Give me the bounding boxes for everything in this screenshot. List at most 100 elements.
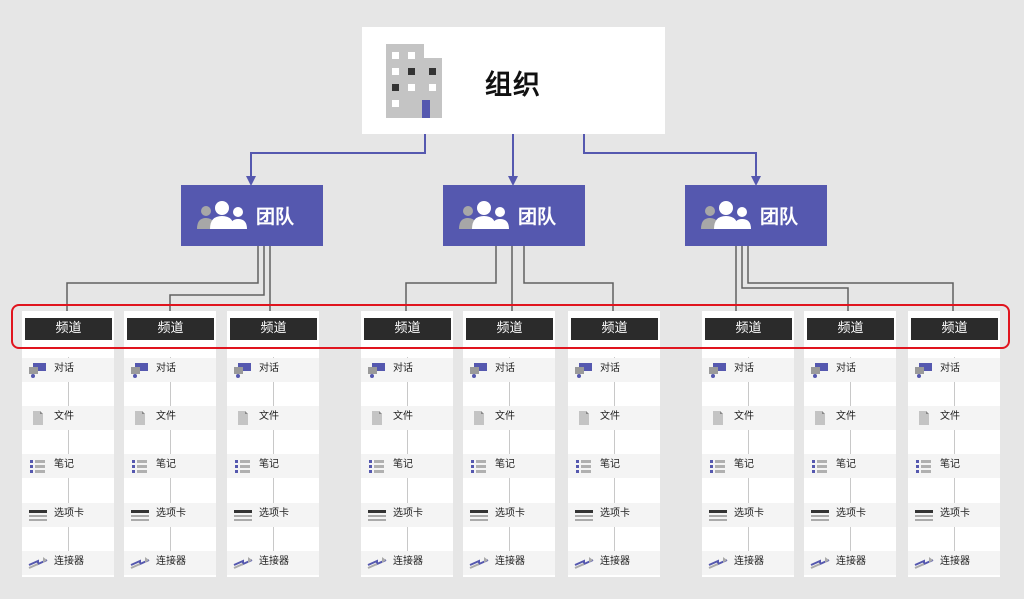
feature-item: 笔记 — [702, 454, 794, 478]
feature-item: 文件 — [568, 406, 660, 430]
feature-label: 文件 — [54, 411, 74, 422]
feature-label: 文件 — [836, 411, 856, 422]
feature-label: 连接器 — [259, 556, 289, 567]
channel-column-9: 频道对话文件笔记选项卡连接器 — [908, 311, 1000, 577]
feature-label: 连接器 — [495, 556, 525, 567]
chat-icon — [28, 362, 48, 382]
chat-icon — [367, 362, 387, 382]
channel-column-2: 频道对话文件笔记选项卡连接器 — [124, 311, 216, 577]
feature-item: 笔记 — [227, 454, 319, 478]
connector-icon — [233, 555, 253, 575]
tab-icon — [130, 507, 150, 527]
channel-header: 频道 — [364, 318, 451, 340]
chat-icon — [810, 362, 830, 382]
feature-label: 选项卡 — [495, 508, 525, 519]
feature-item: 文件 — [361, 406, 453, 430]
feature-item: 文件 — [227, 406, 319, 430]
feature-label: 选项卡 — [940, 508, 970, 519]
file-icon — [130, 410, 150, 430]
channel-column-6: 频道对话文件笔记选项卡连接器 — [568, 311, 660, 577]
channel-header: 频道 — [807, 318, 894, 340]
feature-label: 对话 — [940, 363, 960, 374]
connector-icon — [708, 555, 728, 575]
feature-label: 对话 — [600, 363, 620, 374]
org-node: 组织 — [362, 27, 665, 134]
feature-item: 对话 — [702, 358, 794, 382]
team-label: 团队 — [518, 206, 557, 228]
connector-icon — [469, 555, 489, 575]
feature-label: 文件 — [940, 411, 960, 422]
file-icon — [367, 410, 387, 430]
feature-label: 连接器 — [393, 556, 423, 567]
tab-icon — [233, 507, 253, 527]
feature-label: 对话 — [156, 363, 176, 374]
channel-column-4: 频道对话文件笔记选项卡连接器 — [361, 311, 453, 577]
team-label: 团队 — [256, 206, 295, 228]
channel-row-highlight — [11, 304, 1010, 349]
chat-icon — [130, 362, 150, 382]
file-icon — [810, 410, 830, 430]
connector-icon — [574, 555, 594, 575]
feature-item: 笔记 — [908, 454, 1000, 478]
channel-header: 频道 — [705, 318, 792, 340]
feature-label: 文件 — [600, 411, 620, 422]
chat-icon — [708, 362, 728, 382]
feature-item: 连接器 — [361, 551, 453, 575]
arrow-to-team-3 — [583, 134, 761, 186]
feature-label: 连接器 — [836, 556, 866, 567]
feature-label: 笔记 — [836, 459, 856, 470]
feature-label: 对话 — [495, 363, 515, 374]
org-label: 组织 — [485, 70, 541, 101]
channel-header: 频道 — [571, 318, 658, 340]
feature-item: 对话 — [227, 358, 319, 382]
feature-label: 笔记 — [54, 459, 74, 470]
file-icon — [233, 410, 253, 430]
channel-column-3: 频道对话文件笔记选项卡连接器 — [227, 311, 319, 577]
feature-item: 连接器 — [908, 551, 1000, 575]
feature-item: 连接器 — [124, 551, 216, 575]
feature-item: 文件 — [804, 406, 896, 430]
feature-item: 连接器 — [568, 551, 660, 575]
notes-icon — [367, 458, 387, 478]
feature-item: 对话 — [463, 358, 555, 382]
notes-icon — [914, 458, 934, 478]
feature-item: 笔记 — [361, 454, 453, 478]
feature-label: 连接器 — [600, 556, 630, 567]
chat-icon — [914, 362, 934, 382]
team-node-1: 团队 — [181, 185, 323, 246]
feature-label: 连接器 — [156, 556, 186, 567]
tab-icon — [28, 507, 48, 527]
feature-item: 对话 — [124, 358, 216, 382]
feature-item: 笔记 — [22, 454, 114, 478]
channel-column-7: 频道对话文件笔记选项卡连接器 — [702, 311, 794, 577]
connector-icon — [810, 555, 830, 575]
feature-label: 对话 — [259, 363, 279, 374]
channel-header: 频道 — [25, 318, 112, 340]
team-2-wires — [405, 246, 614, 318]
feature-label: 笔记 — [734, 459, 754, 470]
chat-icon — [233, 362, 253, 382]
chat-icon — [574, 362, 594, 382]
feature-item: 对话 — [568, 358, 660, 382]
feature-item: 文件 — [908, 406, 1000, 430]
notes-icon — [469, 458, 489, 478]
feature-item: 选项卡 — [124, 503, 216, 527]
feature-label: 文件 — [734, 411, 754, 422]
feature-label: 选项卡 — [54, 508, 84, 519]
feature-item: 笔记 — [804, 454, 896, 478]
feature-label: 选项卡 — [734, 508, 764, 519]
channel-header: 频道 — [127, 318, 214, 340]
team-1-wires — [66, 246, 271, 318]
feature-item: 连接器 — [702, 551, 794, 575]
file-icon — [574, 410, 594, 430]
notes-icon — [28, 458, 48, 478]
channel-header: 频道 — [230, 318, 317, 340]
connector-icon — [367, 555, 387, 575]
notes-icon — [233, 458, 253, 478]
team-node-3: 团队 — [685, 185, 827, 246]
feature-label: 选项卡 — [393, 508, 423, 519]
channel-column-1: 频道对话文件笔记选项卡连接器 — [22, 311, 114, 577]
feature-label: 选项卡 — [836, 508, 866, 519]
feature-item: 文件 — [702, 406, 794, 430]
